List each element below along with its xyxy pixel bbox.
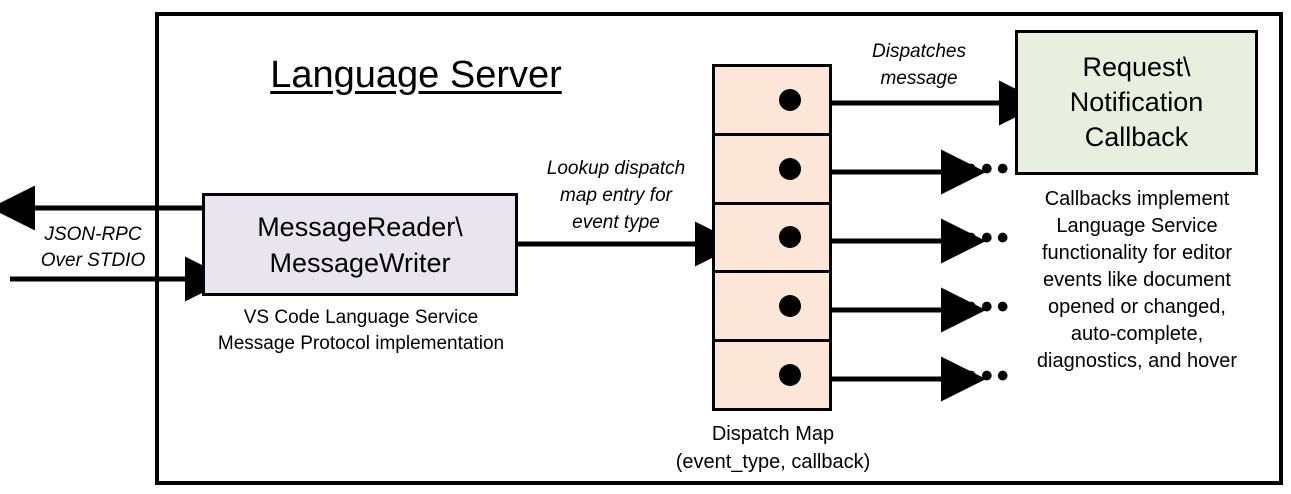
- callback-line3: Callback: [1084, 122, 1189, 152]
- message-writer-line: MessageWriter: [269, 247, 451, 278]
- ellipsis-row-3: •••: [965, 219, 1013, 257]
- callback-line2: Notification: [1069, 87, 1204, 117]
- lookup-dispatch-label: Lookup dispatch map entry for event type: [520, 155, 712, 236]
- message-reader-caption: VS Code Language Service Message Protoco…: [196, 305, 526, 357]
- lookup-label-line2: map entry for: [560, 185, 672, 206]
- message-reader-caption-line1: VS Code Language Service: [243, 307, 479, 328]
- callback-dot-icon: [779, 88, 801, 111]
- dispatch-map-row[interactable]: [715, 67, 829, 136]
- dispatch-map-row[interactable]: [715, 135, 829, 205]
- callback-line1: Request\: [1082, 52, 1191, 82]
- ellipsis-row-2: •••: [965, 150, 1013, 188]
- dispatches-message-label: Dispatches message: [834, 38, 1004, 92]
- callback-caption-line6: auto-complete,: [1070, 323, 1204, 345]
- dispatch-map-row[interactable]: [715, 273, 829, 343]
- transport-label: JSON-RPC Over STDIO: [18, 222, 168, 274]
- callback-caption-line2: Language Service: [1056, 215, 1218, 237]
- callback-dot-icon: [779, 226, 801, 249]
- dispatch-map[interactable]: [712, 64, 832, 411]
- message-reader-line: MessageReader\: [257, 211, 463, 242]
- language-server-frame: [155, 12, 1283, 485]
- dispatches-label-line2: message: [880, 68, 958, 89]
- lookup-label-line1: Lookup dispatch: [546, 158, 686, 179]
- callback-dot-icon: [779, 295, 801, 318]
- dispatches-label-line1: Dispatches: [872, 41, 966, 62]
- dispatch-map-caption-line2: (event_type, callback): [675, 451, 871, 473]
- dispatch-map-caption-line1: Dispatch Map: [711, 423, 835, 445]
- message-reader-writer-box[interactable]: MessageReader\ MessageWriter: [202, 193, 518, 296]
- lookup-label-line3: event type: [572, 212, 660, 233]
- dispatch-map-caption: Dispatch Map (event_type, callback): [645, 420, 901, 476]
- ellipsis-row-5: •••: [965, 357, 1013, 395]
- transport-label-line1: JSON-RPC: [44, 224, 142, 245]
- page-title: Language Server: [270, 54, 562, 96]
- message-reader-caption-line2: Message Protocol implementation: [217, 333, 505, 354]
- request-notification-callback-box[interactable]: Request\ Notification Callback: [1015, 30, 1258, 175]
- callback-caption: Callbacks implement Language Service fun…: [1004, 186, 1270, 375]
- callback-box-label: Request\ Notification Callback: [1070, 50, 1204, 155]
- callback-caption-line3: functionality for editor: [1041, 242, 1233, 264]
- callback-dot-icon: [779, 364, 801, 387]
- ellipsis-row-4: •••: [965, 288, 1013, 326]
- dispatch-map-row[interactable]: [715, 204, 829, 274]
- callback-caption-line1: Callbacks implement: [1044, 188, 1230, 210]
- transport-label-line2: Over STDIO: [40, 250, 146, 271]
- dispatch-map-row[interactable]: [715, 342, 829, 408]
- callback-dot-icon: [779, 157, 801, 180]
- callback-caption-line5: opened or changed,: [1048, 296, 1226, 318]
- callback-caption-line4: events like document: [1043, 269, 1231, 291]
- message-reader-writer-label: MessageReader\ MessageWriter: [257, 209, 463, 281]
- callback-caption-line7: diagnostics, and hover: [1036, 350, 1238, 372]
